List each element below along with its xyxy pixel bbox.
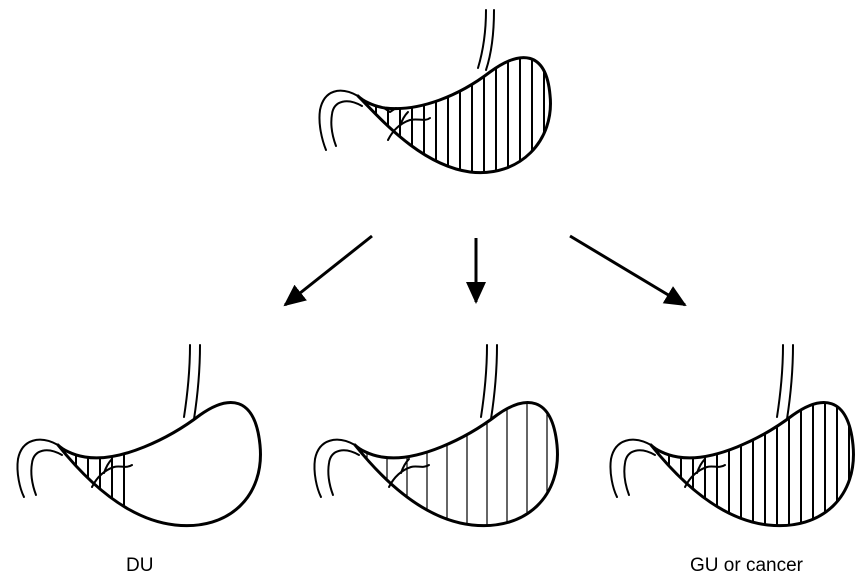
arrow-right <box>570 236 685 305</box>
stomach-top <box>319 0 550 200</box>
stomach-du <box>17 345 260 545</box>
arrow-left <box>285 236 372 305</box>
hatching-top <box>364 0 544 200</box>
stomach-center <box>314 345 557 555</box>
stomach-gu <box>610 345 853 555</box>
arrows <box>285 236 685 305</box>
caption-gu-or-cancer: GU or cancer <box>690 555 803 577</box>
caption-du: DU <box>126 555 153 577</box>
